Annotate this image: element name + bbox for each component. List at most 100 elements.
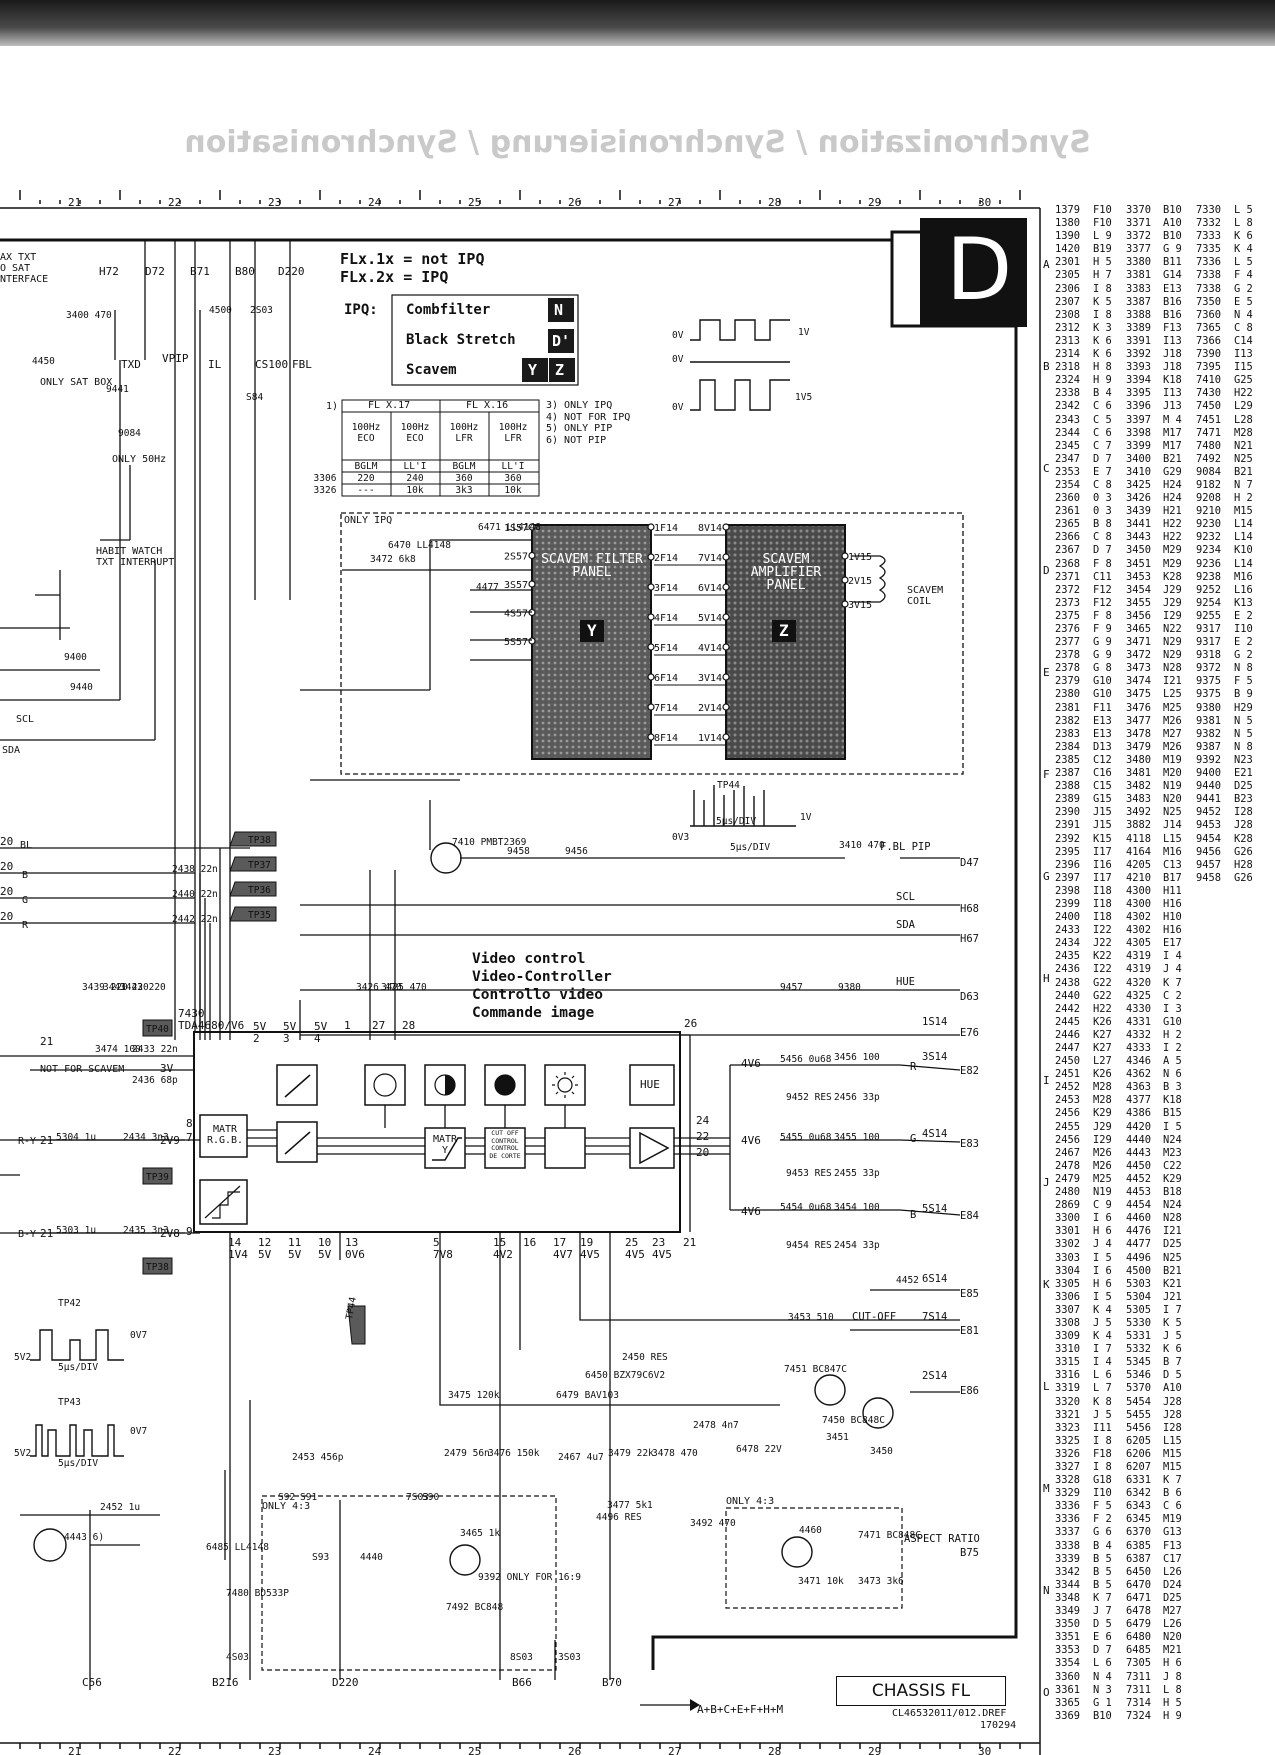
index-cell: 9453 xyxy=(1196,819,1222,832)
filter-pin-right: 7F14 xyxy=(654,703,678,714)
index-cell xyxy=(1196,1147,1234,1160)
index-cell: 3388 xyxy=(1126,308,1152,321)
filter-pin-left: 5S57 xyxy=(504,637,528,648)
variant-label: LL'I xyxy=(403,461,427,472)
index-cell: 2869 xyxy=(1055,1199,1081,1212)
grid-row-L: L xyxy=(1043,1380,1050,1393)
top-signal-b80: B80 xyxy=(235,265,255,278)
index-cell: N29 xyxy=(1163,649,1182,662)
index-cell: 2306 xyxy=(1055,282,1081,295)
index-cell: 2376 xyxy=(1055,623,1081,635)
grid-row-F: F xyxy=(1043,768,1050,781)
index-cell: 2380 xyxy=(1055,688,1081,701)
index-cell xyxy=(1234,1474,1264,1487)
left-label: HABIT WATCH xyxy=(96,546,162,557)
index-cell xyxy=(1196,1055,1234,1068)
index-cell: F 5 xyxy=(1093,1500,1112,1513)
top-signal-vpip: VPIP xyxy=(162,352,189,365)
index-cell: I17 xyxy=(1093,871,1112,884)
svg-text:4V2: 4V2 xyxy=(493,1248,513,1261)
right-signal-label: HUE xyxy=(896,976,915,988)
index-cell: 4362 xyxy=(1126,1068,1152,1081)
index-cell: 5304 xyxy=(1126,1290,1152,1303)
index-cell: 2480 xyxy=(1055,1186,1081,1199)
svg-text:25: 25 xyxy=(625,1236,638,1249)
index-cell: I15 xyxy=(1234,361,1253,374)
index-cell: 3480 xyxy=(1126,753,1152,766)
index-cell: 3389 xyxy=(1126,321,1152,334)
index-cell: 3455 xyxy=(1126,596,1152,609)
index-cell: 0 3 xyxy=(1093,505,1112,518)
index-cell: N24 xyxy=(1163,1199,1182,1212)
index-cell: G 2 xyxy=(1234,282,1253,295)
index-cell: I17 xyxy=(1093,845,1112,858)
right-signal-label: 4S14 xyxy=(922,1128,947,1140)
index-cell: B10 xyxy=(1093,1709,1112,1722)
index-cell: 2455 xyxy=(1055,1120,1081,1133)
component-label: 9458 xyxy=(507,846,530,857)
index-cell: 2442 xyxy=(1055,1002,1081,1015)
index-cell: J29 xyxy=(1163,596,1182,609)
index-cell: J28 xyxy=(1234,819,1253,832)
grid-col-bottom-29: 29 xyxy=(868,1745,881,1755)
svg-text:2V9: 2V9 xyxy=(160,1134,180,1147)
index-cell: K 5 xyxy=(1093,295,1112,308)
index-cell: M16 xyxy=(1234,570,1253,583)
index-cell: 3302 xyxy=(1055,1238,1081,1251)
svg-text:15: 15 xyxy=(493,1236,506,1249)
svg-text:20: 20 xyxy=(696,1146,709,1159)
index-cell: 3472 xyxy=(1126,649,1152,662)
index-cell: N21 xyxy=(1234,439,1253,452)
index-cell: I 8 xyxy=(1093,1434,1112,1447)
index-cell xyxy=(1234,1055,1264,1068)
index-cell: B21 xyxy=(1234,465,1253,478)
panel-pin xyxy=(647,613,655,621)
index-cell: 2343 xyxy=(1055,413,1081,426)
waveform-scale: 5µs/DIV xyxy=(730,842,770,853)
component-label: 7451 BC847C xyxy=(784,1364,847,1375)
index-cell: 4205 xyxy=(1126,858,1152,871)
index-cell xyxy=(1234,963,1264,976)
index-cell: 2434 xyxy=(1055,937,1081,950)
index-cell: 3336 xyxy=(1055,1513,1081,1526)
index-cell: 2396 xyxy=(1055,858,1081,871)
index-cell: B19 xyxy=(1093,243,1112,256)
index-cell: H22 xyxy=(1163,531,1182,544)
legend-line-2: FLx.2x = IPQ xyxy=(340,268,449,286)
left-label: B xyxy=(22,870,28,881)
index-cell: B15 xyxy=(1163,1107,1182,1120)
index-cell: M28 xyxy=(1093,1081,1112,1094)
component-label: 3441 220 xyxy=(103,982,149,993)
index-cell: K28 xyxy=(1234,832,1253,845)
index-cell: 7311 xyxy=(1126,1683,1152,1696)
index-cell: I11 xyxy=(1093,1421,1112,1434)
index-cell: E21 xyxy=(1234,767,1253,780)
index-cell: A10 xyxy=(1163,1382,1182,1395)
index-cell: N 5 xyxy=(1234,727,1253,740)
index-cell: 2479 xyxy=(1055,1172,1081,1185)
index-cell: L14 xyxy=(1234,518,1253,531)
index-cell: 2392 xyxy=(1055,832,1081,845)
waveform-scale: 0V7 xyxy=(130,1330,147,1341)
svg-text:17: 17 xyxy=(553,1236,566,1249)
index-cell: L 7 xyxy=(1093,1382,1112,1395)
index-cell: 4331 xyxy=(1126,1015,1152,1028)
index-cell xyxy=(1196,1422,1234,1435)
index-cell: I 5 xyxy=(1163,1120,1182,1133)
amp-pin-right: 3V15 xyxy=(848,600,872,611)
index-cell: J 8 xyxy=(1163,1670,1182,1683)
left-label: TXT INTERRUPT xyxy=(96,557,174,568)
index-cell xyxy=(1234,1461,1264,1474)
index-cell: 7366 xyxy=(1196,334,1222,347)
